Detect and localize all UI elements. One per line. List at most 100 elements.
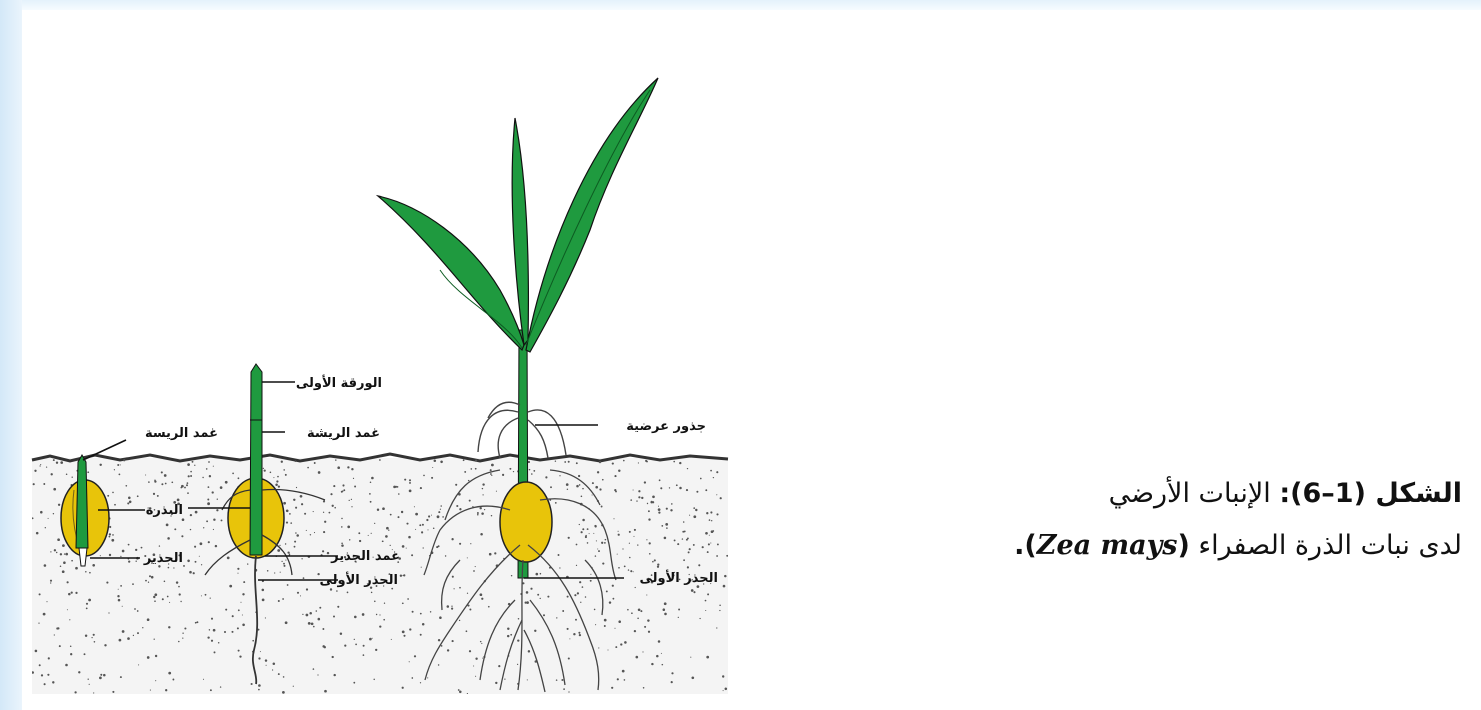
soil-dot: [550, 486, 552, 488]
soil-dot: [54, 549, 56, 551]
soil-dot: [391, 639, 392, 640]
soil-dot: [369, 493, 371, 495]
soil-dot: [106, 582, 108, 584]
soil-dot: [206, 468, 208, 470]
soil-dot: [161, 471, 163, 473]
leaf-center-3: [512, 118, 528, 345]
soil-dot: [293, 686, 294, 687]
soil-dot: [517, 639, 519, 641]
soil-dot: [71, 560, 73, 562]
soil-dot: [658, 511, 660, 513]
soil-dot: [273, 662, 276, 665]
soil-dot: [707, 551, 709, 553]
soil-dot: [161, 483, 163, 485]
soil-dot: [590, 574, 591, 575]
coleoptile-1: [76, 455, 88, 548]
soil-dot: [617, 678, 619, 680]
soil-dot: [398, 516, 400, 518]
soil-dot: [184, 627, 186, 629]
soil-dot: [671, 672, 673, 674]
soil-dot: [117, 464, 119, 466]
soil-dot: [62, 544, 65, 547]
soil-dot: [693, 515, 696, 518]
soil-dot: [127, 637, 130, 640]
soil-dot: [518, 618, 520, 620]
soil-dot: [458, 689, 460, 691]
soil-dot: [517, 664, 518, 665]
germination-diagram: الورقة الأولى غمد الريشة غمد الريسة جذور…: [0, 0, 760, 710]
soil-dot: [592, 494, 593, 495]
soil-dot: [455, 484, 457, 486]
soil-dot: [213, 466, 214, 467]
label-primary-root-right: الجذر الأولى: [640, 569, 718, 586]
soil-dot: [709, 535, 710, 536]
soil-dot: [421, 567, 422, 568]
soil-dot: [624, 641, 627, 644]
soil-dot: [362, 613, 365, 616]
soil-dot: [402, 687, 404, 689]
soil-dot: [445, 555, 446, 556]
soil-dot: [60, 553, 62, 555]
soil-dot: [564, 461, 566, 463]
soil-dot: [629, 531, 631, 533]
soil-dot: [322, 550, 324, 552]
soil-dot: [574, 594, 576, 596]
caption-line-1: الشكل (1–6): الإنبات الأرضي: [850, 468, 1462, 520]
soil-dot: [563, 688, 565, 690]
soil-dot: [232, 615, 234, 617]
soil-dot: [285, 621, 288, 624]
soil-dot: [556, 679, 558, 681]
soil-dot: [638, 462, 639, 463]
soil-dot: [129, 501, 132, 504]
soil-dot: [459, 508, 461, 510]
soil-dot: [614, 489, 616, 491]
soil-dot: [370, 481, 372, 483]
soil-dot: [636, 500, 637, 501]
soil-dot: [324, 646, 326, 648]
soil-dot: [651, 501, 653, 503]
soil-dot: [154, 593, 157, 596]
soil-dot: [296, 487, 297, 488]
soil-dot: [195, 622, 197, 624]
soil-dot: [122, 630, 125, 633]
soil-dot: [363, 645, 365, 647]
soil-dot: [147, 656, 150, 659]
soil-dot: [598, 647, 599, 648]
soil-dot: [39, 593, 41, 595]
soil-dot: [333, 674, 335, 676]
soil-dot: [686, 489, 688, 491]
soil-dot: [206, 520, 208, 522]
soil-dot: [475, 460, 477, 462]
soil-dot: [488, 606, 490, 608]
soil-dot: [494, 552, 496, 554]
soil-dot: [437, 515, 440, 518]
soil-dot: [671, 681, 673, 683]
soil-dot: [406, 548, 407, 549]
soil-dot: [262, 599, 265, 602]
soil-dot: [711, 530, 714, 533]
soil-dot: [440, 509, 441, 510]
soil-dot: [647, 619, 649, 621]
soil-dot: [654, 559, 656, 561]
soil-dot: [594, 609, 596, 611]
soil-dot: [135, 560, 136, 561]
soil-dot: [690, 657, 691, 658]
soil-dot: [482, 488, 483, 489]
soil-dot: [190, 471, 192, 473]
soil-dot: [70, 645, 72, 647]
soil-dot: [716, 471, 718, 473]
soil-dot: [69, 619, 70, 620]
soil-dot: [379, 625, 381, 627]
soil-dot: [252, 640, 254, 642]
soil-dot: [409, 661, 410, 662]
soil-dot: [577, 592, 579, 594]
soil-dot: [213, 629, 216, 632]
soil-dot: [528, 461, 530, 463]
soil-dot: [341, 518, 342, 519]
soil-dot: [385, 535, 388, 538]
soil-dot: [224, 631, 226, 633]
soil-dot: [434, 459, 437, 462]
soil-dot: [470, 468, 472, 470]
soil-dot: [480, 641, 481, 642]
label-plumule-sheath-top: غمد الريشة: [307, 426, 380, 441]
